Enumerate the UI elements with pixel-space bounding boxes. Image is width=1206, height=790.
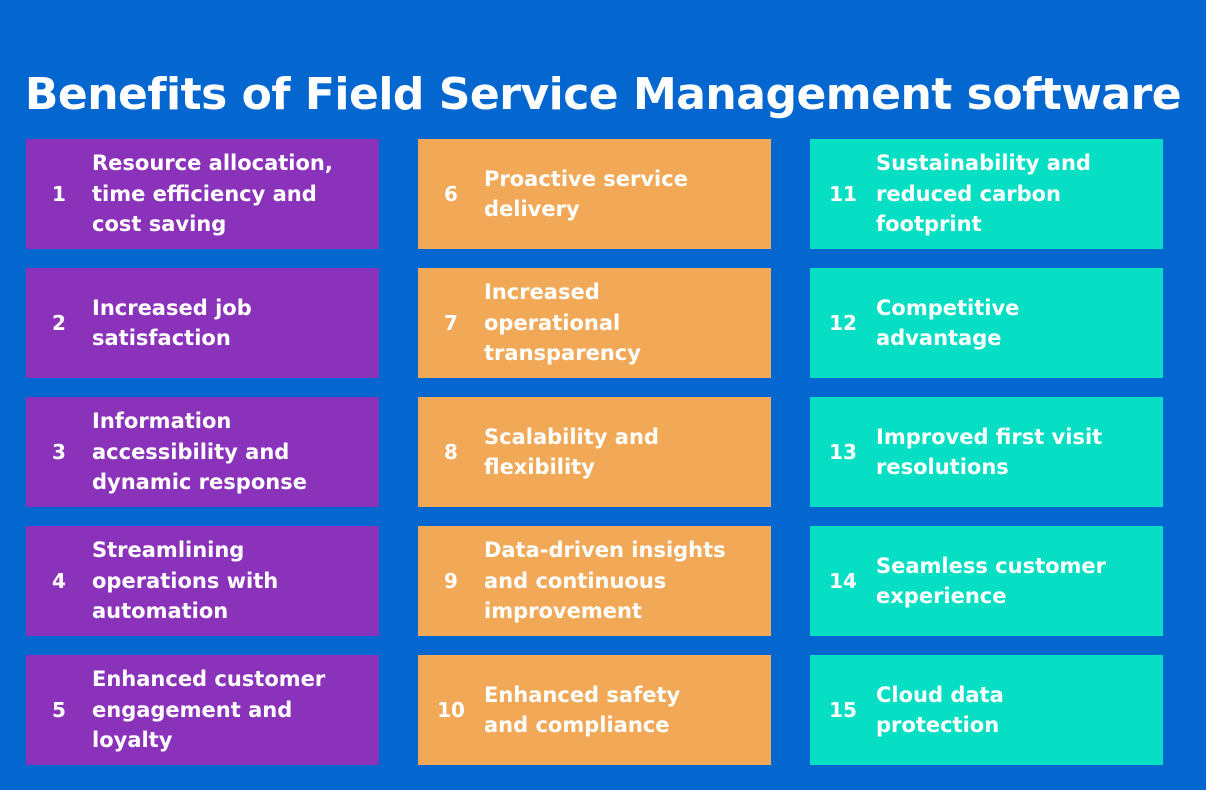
benefit-card-2: 2 Increased job satisfaction [26,268,379,378]
benefit-number: 1 [52,182,66,206]
benefit-card-15: 15 Cloud data protection [810,655,1163,765]
benefit-label: Resource allocation, time efficiency and… [92,151,333,237]
benefit-label: Increased job satisfaction [92,295,252,351]
benefit-card-1: 1 Resource allocation, time efficiency a… [26,139,379,249]
benefit-label: Seamless customer experience [876,553,1107,609]
benefit-number: 4 [52,569,66,593]
benefit-card-13: 13 Improved first visit resolutions [810,397,1163,507]
benefit-label: Improved first visit resolutions [876,424,1103,480]
benefit-label: Competitive advantage [876,295,1020,351]
benefit-card-5: 5 Enhanced customer engagement and loyal… [26,655,379,765]
benefit-label: Enhanced customer engagement and loyalty [92,667,326,753]
benefit-number: 15 [829,698,857,722]
benefit-number: 12 [829,311,857,335]
benefit-card-9: 9 Data-driven insights and continuous im… [418,526,771,636]
benefit-label: Cloud data protection [876,682,1004,738]
benefit-number: 7 [444,311,458,335]
benefit-label: Information accessibility and dynamic re… [92,409,307,495]
benefit-card-4: 4 Streamlining operations with automatio… [26,526,379,636]
benefit-card-6: 6 Proactive service delivery [418,139,771,249]
benefit-number: 10 [437,698,465,722]
benefit-label: Streamlining operations with automation [92,538,279,624]
benefit-card-7: 7 Increased operational transparency [418,268,771,378]
benefit-number: 14 [829,569,857,593]
benefit-number: 5 [52,698,66,722]
benefit-label: Sustainability and reduced carbon footpr… [876,151,1091,237]
benefit-label: Enhanced safety and compliance [484,682,681,738]
benefit-card-3: 3 Information accessibility and dynamic … [26,397,379,507]
benefit-label: Scalability and flexibility [484,424,659,480]
benefit-card-10: 10 Enhanced safety and compliance [418,655,771,765]
benefit-number: 3 [52,440,66,464]
benefit-label: Data-driven insights and continuous impr… [484,538,726,624]
benefit-label: Increased operational transparency [484,280,641,366]
benefit-number: 8 [444,440,458,464]
benefit-number: 2 [52,311,66,335]
benefit-number: 13 [829,440,857,464]
benefit-label: Proactive service delivery [484,166,688,222]
benefit-number: 9 [444,569,458,593]
benefit-number: 11 [829,182,857,206]
benefit-card-12: 12 Competitive advantage [810,268,1163,378]
benefit-card-14: 14 Seamless customer experience [810,526,1163,636]
benefit-card-11: 11 Sustainability and reduced carbon foo… [810,139,1163,249]
page-title: Benefits of Field Service Management sof… [24,69,1182,120]
benefit-number: 6 [444,182,458,206]
benefit-card-8: 8 Scalability and flexibility [418,397,771,507]
